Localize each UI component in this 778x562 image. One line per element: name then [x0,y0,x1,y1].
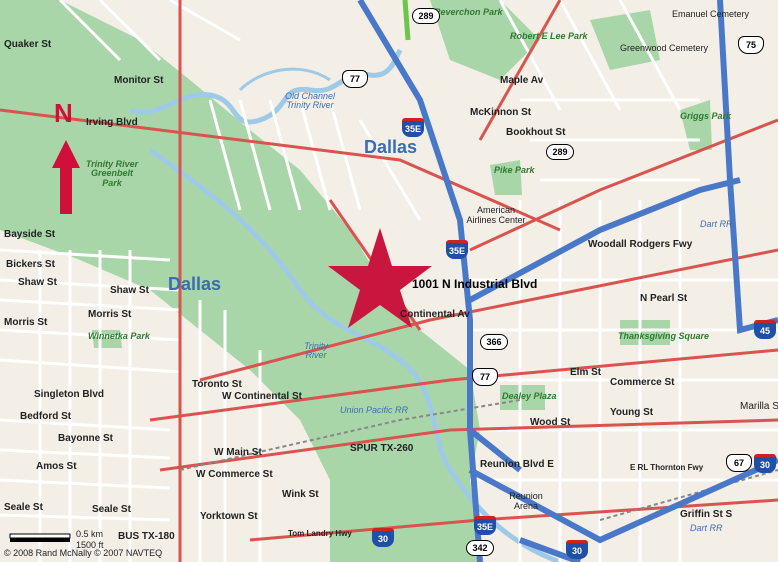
street-label: Elm St [570,367,602,378]
street-label: E RL Thornton Fwy [630,463,704,472]
interstate-shield-icon: 30 [754,454,776,473]
scale-km-label: 0.5 km [76,529,104,539]
street-label: Griffin St S [680,509,733,520]
street-label: Yorktown St [200,511,258,522]
us-route-shield-icon: 77 [342,70,368,88]
old-channel-river [129,48,403,125]
street-label: Toronto St [192,379,242,390]
state-route-shield-icon: 289 [546,144,574,160]
poi-label: Reunion Arena [509,491,543,511]
state-route-shield-icon: 342 [466,540,494,556]
street-label: Shaw St [18,277,57,288]
street-label: N Pearl St [640,293,688,304]
city-label: Dallas [168,274,222,294]
interstate-shield-icon: 30 [372,528,394,547]
street-label: Commerce St [610,377,675,388]
park-label: Winnetka Park [88,331,150,341]
location-star-marker [328,228,432,328]
rail-label: Dart RR [700,219,733,229]
street-label: Irving Blvd [86,117,138,128]
rail-label: Dart RR [690,523,723,533]
street-label: W Main St [214,447,262,458]
park-label: Robert E Lee Park [510,31,588,41]
street-label: Morris St [4,317,48,328]
street-label: W Commerce St [196,469,273,480]
street-label: Young St [610,407,654,418]
scale-bar [9,533,71,542]
interstate-shield-icon: 30 [566,540,588,559]
copyright-text: © 2008 Rand McNally © 2007 NAVTEQ [4,548,163,558]
park-label: Thanksgiving Square [618,331,710,341]
interstate-shield-icon: 35E [402,118,424,137]
north-arrow-icon [52,140,80,214]
park-label: Griggs Park [680,111,732,121]
state-route-shield-icon: 366 [480,334,508,350]
street-label: Wink St [282,489,319,500]
street-label: Seale St [4,502,43,513]
street-label: Marilla St [740,401,778,412]
park-label: Pike Park [494,165,535,175]
street-label: Bayonne St [58,433,114,444]
us-route-shield-icon: 67 [726,454,752,472]
street-label: Reunion Blvd E [480,459,554,470]
poi-label: American Airlines Center [466,205,526,225]
state-route-shield-icon: 289 [412,8,440,24]
interstate-shield-icon: 35E [446,240,468,259]
cemetery-label: Greenwood Cemetery [620,43,709,53]
street-label: Amos St [36,461,77,472]
interstate-shield-icon: 45 [754,320,776,339]
street-label: Shaw St [110,285,149,296]
street-label: Bickers St [6,259,55,270]
cemetery-label: Emanuel Cemetery [672,9,750,19]
water-label: Old Channel Trinity River [284,91,336,111]
street-label: Woodall Rodgers Fwy [588,239,693,250]
scale-ft-label: 1500 ft [76,540,104,550]
street-label: Bookhout St [506,127,566,138]
street-label: Monitor St [114,75,164,86]
interstate-shield-icon: 35E [474,516,496,535]
north-label: N [54,98,73,128]
street-label: Maple Av [500,75,544,86]
street-label: Continental Av [400,309,470,320]
street-label: McKinnon St [470,107,532,118]
union-pacific-rr [179,399,521,471]
water-label: Trinity River [304,341,328,361]
street-label: Wood St [530,417,571,428]
highway-label: SPUR TX-260 [350,443,414,454]
trinity-greenbelt-area [0,0,480,562]
park-label: Dealey Plaza [502,391,557,401]
us-route-shield-icon: 75 [738,36,764,54]
street-label: Quaker St [4,39,52,50]
park-label: Trinity River Greenbelt Park [85,159,139,188]
city-label: Dallas [364,137,418,157]
street-label: Seale St [92,504,131,515]
address-label: 1001 N Industrial Blvd [412,277,538,291]
street-label: Bedford St [20,411,72,422]
park-label: Reverchon Park [434,7,503,17]
street-label: Tom Landry Hwy [288,529,352,538]
rail-label: Union Pacific RR [340,405,409,415]
trinity-river [148,147,561,562]
street-label: Bayside St [4,229,56,240]
street-label: W Continental St [222,391,302,402]
highway-label: BUS TX-180 [118,531,175,542]
us-route-shield-icon: 77 [472,368,498,386]
street-label: Singleton Blvd [34,389,104,400]
street-label: Morris St [88,309,132,320]
